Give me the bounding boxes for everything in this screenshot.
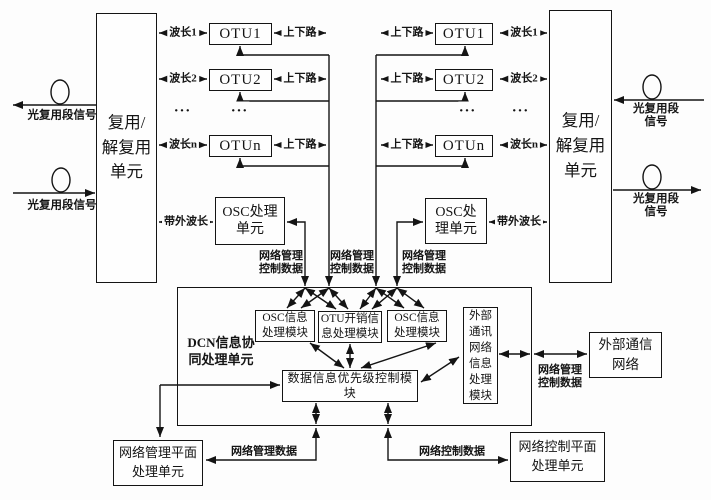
otun-left: OTUn <box>209 135 272 157</box>
oms-signal-lines <box>13 74 704 197</box>
oms-signal-label: 光复用段信号 <box>633 103 679 128</box>
fiber-loop-icon <box>50 79 70 105</box>
wavelength-2-label-right: 波长2 <box>508 72 540 86</box>
add-drop-label: 上下路 <box>388 72 426 86</box>
osc-info-module-right: OSC信息 处理模块 <box>387 310 447 342</box>
nm-ctrl-data-label: 网络管理 控制数据 <box>538 364 582 389</box>
nm-ctrl-data-label: 网络管理 控制数据 <box>402 250 446 275</box>
dcn-coordination-unit <box>177 287 532 426</box>
ellipsis: ... <box>458 99 478 116</box>
otu2-right: OTU2 <box>435 69 493 91</box>
otun-right: OTUn <box>435 135 493 157</box>
ellipsis: ... <box>511 99 531 116</box>
otu1-left: OTU1 <box>209 23 272 45</box>
wavelength-n-label-right: 波长n <box>507 138 541 152</box>
osc-processing-unit-left: OSC处理 单元 <box>215 197 285 245</box>
ellipsis: ... <box>173 99 193 116</box>
osc-processing-unit-right: OSC处 理单元 <box>425 198 487 244</box>
wavelength-1-label-left: 波长1 <box>167 26 199 40</box>
fiber-loop-icon <box>642 74 662 100</box>
oms-signal-label: 光复用段信号 <box>27 109 97 122</box>
fiber-loop-icon <box>642 164 662 190</box>
add-drop-arrows <box>274 29 433 149</box>
wavelength-n-label-left: 波长n <box>166 138 200 152</box>
otu1-right: OTU1 <box>435 23 493 45</box>
external-comm-network-info-module: 外部 通讯 网络 信息 处理 模块 <box>463 307 498 404</box>
mux-demux-unit-right: 复用/ 解复用 单元 <box>549 10 612 283</box>
otu-overhead-info-module: OTU开销信 息处理模块 <box>318 311 382 343</box>
add-drop-label: 上下路 <box>281 72 319 86</box>
module-priority-arrows <box>309 342 460 383</box>
ellipsis: ... <box>230 99 250 116</box>
osc-dcn-connectors <box>287 218 423 286</box>
external-communication-network: 外部通信 网络 <box>589 332 662 378</box>
nm-data-label: 网络管理数据 <box>231 445 297 458</box>
mux-demux-unit-left: 复用/ 解复用 单元 <box>96 13 157 283</box>
add-drop-label: 上下路 <box>281 26 319 40</box>
plane-unit-connectors <box>156 381 508 464</box>
oob-wavelength-label-left: 带外波长 <box>162 215 210 229</box>
otu2-left: OTU2 <box>209 69 272 91</box>
oms-signal-label: 光复用段信号 <box>27 199 97 212</box>
nm-ctrl-data-label: 网络管理 控制数据 <box>330 250 374 275</box>
oms-signal-label: 光复用段信号 <box>633 193 679 218</box>
nc-data-label: 网络控制数据 <box>419 445 485 458</box>
fiber-loop-icon <box>51 167 71 193</box>
dcn-coordination-unit-label: DCN信息协 同处理单元 <box>187 335 255 367</box>
nm-ctrl-data-label: 网络管理 控制数据 <box>259 250 303 275</box>
add-drop-label: 上下路 <box>281 138 319 152</box>
network-management-plane-unit: 网络管理平面 处理单元 <box>113 440 203 486</box>
dcn-module-fan-arrows <box>286 287 425 310</box>
data-priority-control-module: 数据信息优先级控制模块 <box>282 370 418 402</box>
add-drop-label: 上下路 <box>388 26 426 40</box>
add-drop-label: 上下路 <box>388 138 426 152</box>
osc-info-module-left: OSC信息 处理模块 <box>255 310 315 342</box>
otu-management-bus <box>236 46 469 286</box>
oob-wavelength-label-right: 带外波长 <box>495 215 543 229</box>
wavelength-2-label-left: 波长2 <box>167 72 199 86</box>
wavelength-1-label-right: 波长1 <box>508 26 540 40</box>
network-control-plane-unit: 网络控制平面 处理单元 <box>510 432 605 482</box>
